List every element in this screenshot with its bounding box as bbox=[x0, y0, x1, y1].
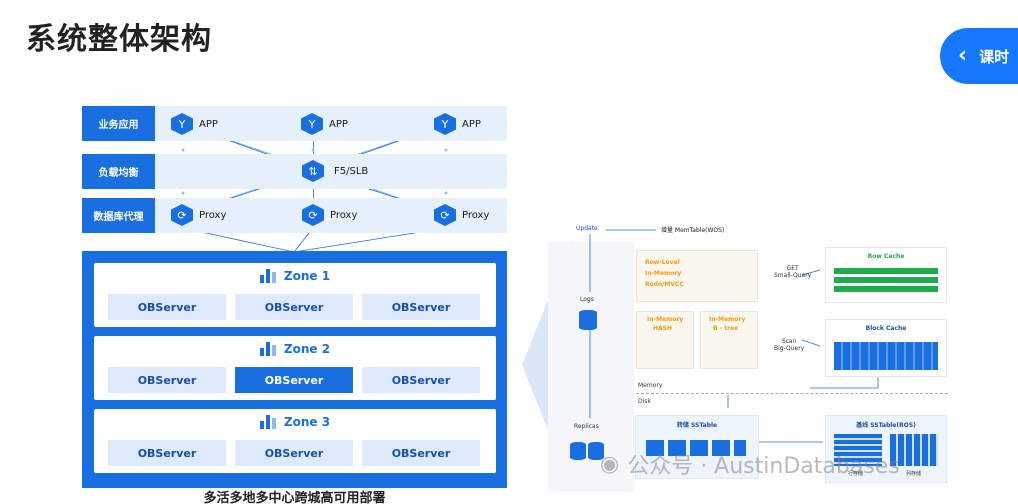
chevron-left-icon: ‹ bbox=[958, 43, 968, 68]
logs-label: Logs bbox=[580, 296, 594, 303]
load-balancer-row: 负载均衡 bbox=[82, 154, 507, 189]
zone-icon bbox=[259, 415, 276, 429]
zone-icon bbox=[259, 269, 276, 283]
zone-title: Zone 1 bbox=[94, 269, 496, 283]
proxy-node: ⟳ Proxy bbox=[171, 204, 226, 226]
proxy-node: ⟳ Proxy bbox=[302, 204, 357, 226]
observer-box: OBServer bbox=[108, 294, 226, 320]
load-balancer-icon: ⇅ bbox=[302, 160, 324, 182]
memory-label: Memory bbox=[638, 382, 663, 389]
refresh-icon: ⟳ bbox=[171, 204, 193, 226]
observer-box: OBServer bbox=[108, 367, 226, 393]
observer-box: OBServer bbox=[362, 294, 480, 320]
page-title: 系统整体架构 bbox=[26, 22, 212, 57]
database-icon bbox=[570, 442, 586, 460]
memory-disk-divider bbox=[636, 393, 948, 394]
row-cache-blocks bbox=[834, 268, 938, 294]
btree-box: In-Memory B - tree bbox=[700, 311, 758, 369]
observer-box: OBServer bbox=[362, 367, 480, 393]
observer-box: OBServer bbox=[108, 440, 226, 466]
diagram-caption: 多活多地多中心跨城高可用部署 bbox=[203, 491, 386, 504]
proxy-label: Proxy bbox=[330, 209, 358, 221]
memtable-label: 增量 MemTable(WOS) bbox=[661, 227, 725, 234]
app-label: APP bbox=[329, 118, 348, 130]
lesson-tab-label: 课时 bbox=[979, 47, 1010, 66]
app-node: Y APP bbox=[434, 113, 481, 135]
app-icon: Y bbox=[301, 113, 323, 135]
business-app-label: 业务应用 bbox=[82, 106, 155, 141]
storage-engine-panel: Update 增量 MemTable(WOS) Logs Replicas Ro… bbox=[548, 220, 948, 495]
database-icon bbox=[579, 310, 597, 330]
slb-node: ⇅ F5/SLB bbox=[302, 160, 368, 182]
load-balancer-label: 负载均衡 bbox=[82, 154, 155, 189]
sstable-arrows bbox=[646, 440, 746, 456]
app-label: APP bbox=[462, 118, 481, 130]
app-icon: Y bbox=[434, 113, 456, 135]
watermark: ◉ 公众号 · AustinDatabases bbox=[600, 451, 900, 480]
storage-arrows bbox=[589, 229, 879, 443]
proxy-label: Proxy bbox=[462, 209, 490, 221]
database-icon bbox=[588, 442, 604, 460]
observer-box: OBServer bbox=[362, 440, 480, 466]
app-node: Y APP bbox=[301, 113, 348, 135]
disk-label: Disk bbox=[638, 398, 651, 405]
app-icon: Y bbox=[171, 113, 193, 135]
observer-box-highlighted: OBServer bbox=[235, 367, 353, 393]
zone-title: Zone 2 bbox=[94, 342, 496, 356]
wechat-icon: ◉ bbox=[600, 451, 620, 477]
row-cache-box: Row Cache bbox=[826, 248, 946, 302]
refresh-icon: ⟳ bbox=[434, 204, 456, 226]
refresh-icon: ⟳ bbox=[302, 204, 324, 226]
row-level-box: Row-Level In-Memory Redo/MVCC bbox=[636, 250, 758, 302]
proxy-row-label: 数据库代理 bbox=[82, 198, 155, 233]
observer-box: OBServer bbox=[235, 440, 353, 466]
zone-title: Zone 3 bbox=[94, 415, 496, 429]
block-cache-blocks bbox=[834, 342, 938, 370]
zone-icon bbox=[259, 342, 276, 356]
hash-box: In-Memory HASH bbox=[636, 311, 694, 369]
observer-box: OBServer bbox=[235, 294, 353, 320]
incremental-sstable-box: 转储 SSTable bbox=[636, 416, 758, 478]
zone-2: Zone 2 OBServer OBServer OBServer bbox=[94, 336, 496, 400]
row-store-blocks bbox=[834, 434, 882, 466]
block-cache-box: Block Cache bbox=[826, 320, 946, 376]
proxy-node: ⟳ Proxy bbox=[434, 204, 489, 226]
lesson-tab-button[interactable]: ‹ 课时 bbox=[940, 28, 1018, 84]
replicas-label: Replicas bbox=[574, 423, 599, 430]
update-label: Update bbox=[576, 225, 598, 232]
app-node: Y APP bbox=[171, 113, 218, 135]
app-label: APP bbox=[199, 118, 218, 130]
zone-3: Zone 3 OBServer OBServer OBServer bbox=[94, 409, 496, 473]
ob-cluster: Zone 1 OBServer OBServer OBServer Zone 2… bbox=[82, 251, 507, 488]
base-sstable-box: 基线 SSTable(ROS) 行存储 列存储 bbox=[826, 416, 946, 482]
slb-label: F5/SLB bbox=[334, 165, 369, 177]
zone-1: Zone 1 OBServer OBServer OBServer bbox=[94, 263, 496, 327]
column-store-blocks bbox=[890, 434, 938, 466]
proxy-label: Proxy bbox=[199, 209, 227, 221]
